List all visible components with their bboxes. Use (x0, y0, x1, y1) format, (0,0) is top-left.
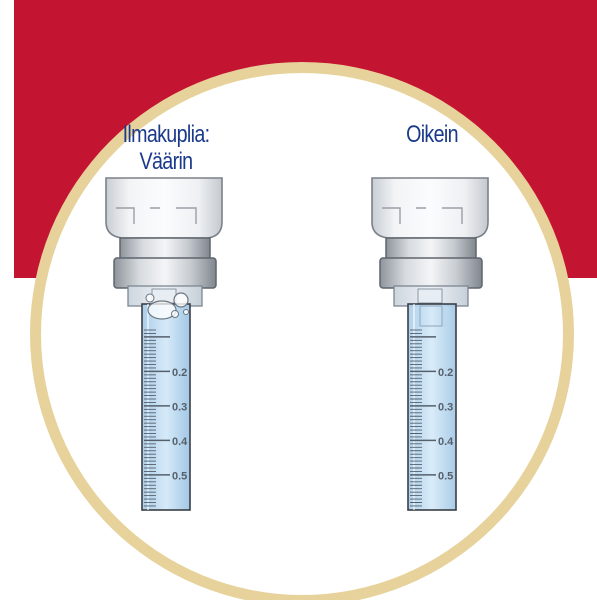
left-scale-label: 0.2 (172, 367, 187, 379)
left-scale-label: 0.3 (172, 402, 187, 414)
right-scale-label: 0.4 (438, 436, 454, 448)
right-scale-label: 0.3 (438, 402, 453, 414)
left-scale-label: 0.5 (172, 471, 187, 483)
right-scale-label: 0.2 (438, 367, 453, 379)
left-label: Ilmakuplia: Väärin (100, 121, 231, 175)
left-label-line1: Ilmakuplia: (100, 121, 231, 148)
left-scale-label: 0.4 (172, 436, 188, 448)
right-scale-label: 0.5 (438, 471, 453, 483)
right-label: Oikein (366, 121, 497, 148)
left-label-line2: Väärin (100, 148, 231, 175)
